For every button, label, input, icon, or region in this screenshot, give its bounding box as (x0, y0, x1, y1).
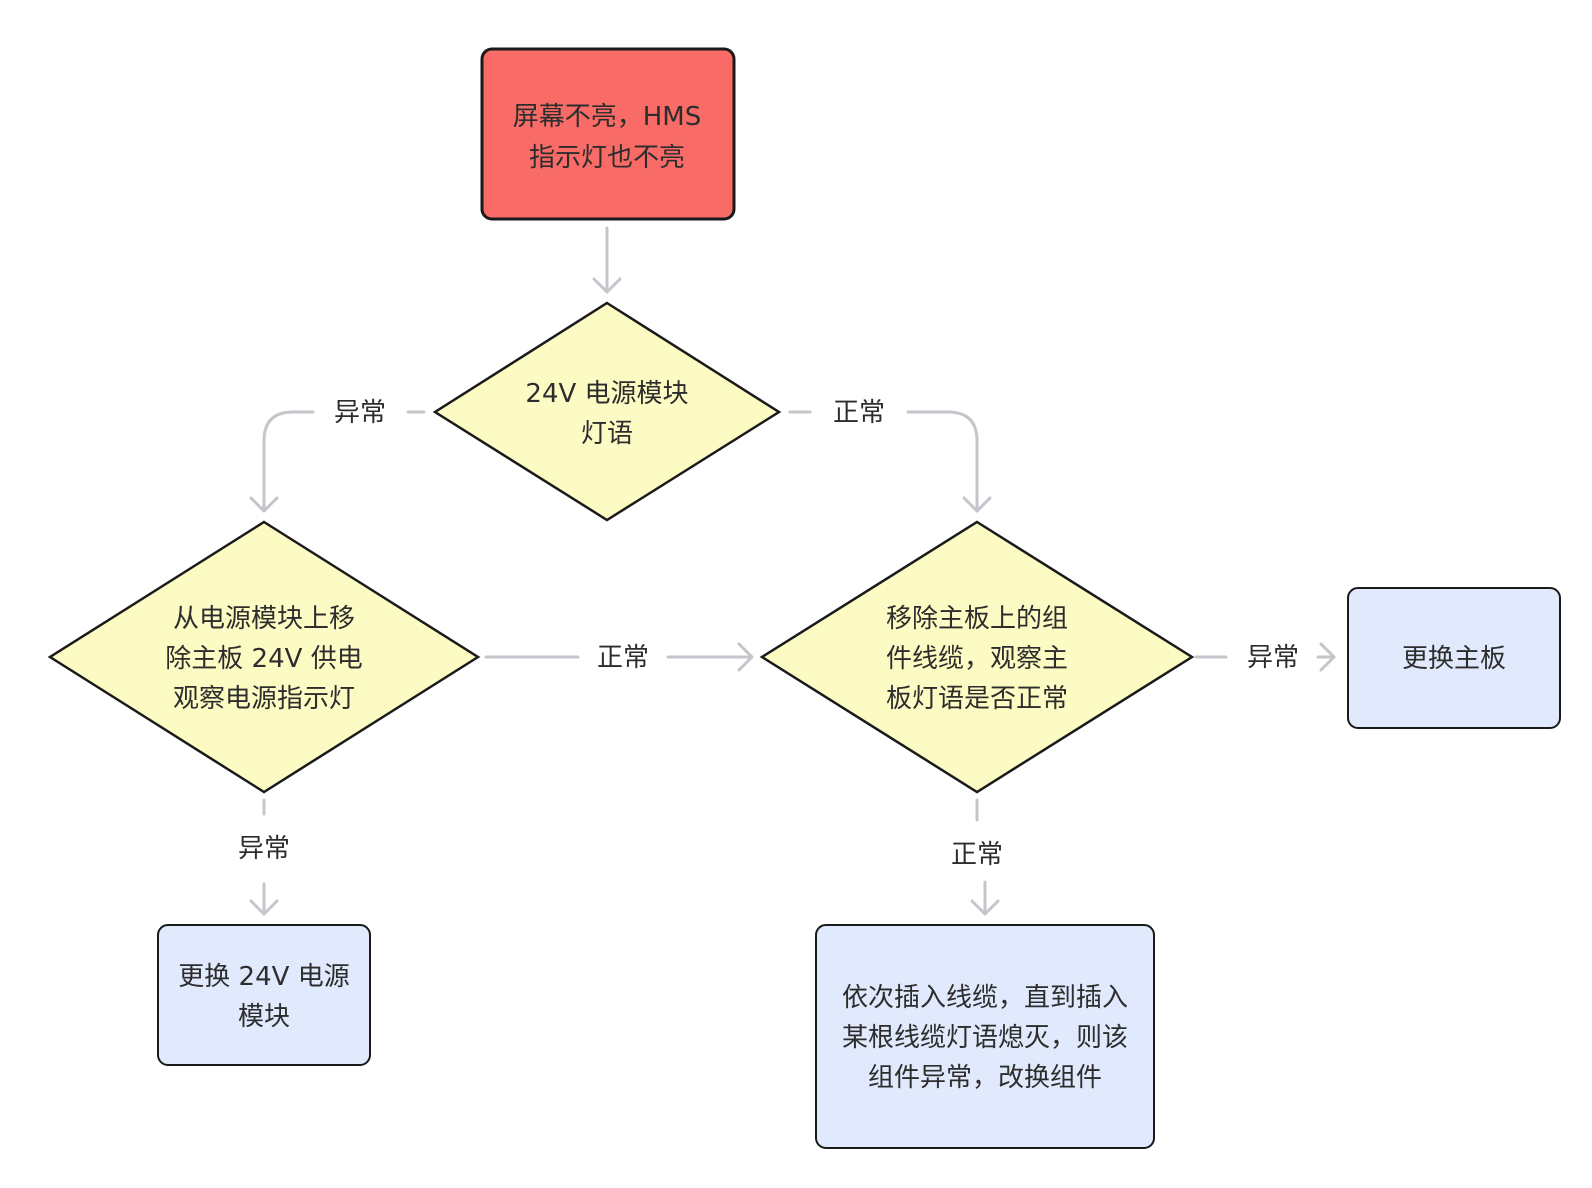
edge-label-cables-normal: 正常 (951, 840, 1003, 870)
action-reinsert-cables-line-1: 依次插入线缆，直到插入 (842, 983, 1128, 1013)
action-replace-psu-box (157, 924, 371, 1066)
decision-remove-mainboard-power-line-1: 从电源模块上移 (173, 604, 355, 634)
decision-remove-cables: 移除主板上的组 件线缆，观察主 板灯语是否正常 (759, 520, 1195, 794)
action-replace-psu-line-1: 更换 24V 电源 (178, 962, 349, 992)
node-start-line-1: 屏幕不亮，HMS (513, 102, 702, 132)
decision-remove-mainboard-power-line-3: 观察电源指示灯 (173, 684, 355, 714)
edge-remove-power-abnormal-arrowhead (249, 899, 279, 916)
decision-remove-mainboard-power-diamond (47, 520, 481, 794)
node-start-line-2: 指示灯也不亮 (529, 143, 685, 173)
edge-psu-abnormal-to-remove-power-b (262, 410, 315, 513)
edge-label-remove-power-normal: 正常 (597, 643, 649, 673)
decision-remove-cables-diamond (759, 520, 1195, 794)
decision-psu-led-diamond (432, 301, 782, 522)
edge-label-cables-abnormal: 异常 (1247, 643, 1299, 673)
action-replace-mainboard-line-1: 更换主板 (1402, 644, 1506, 674)
edge-psu-normal-to-remove-cables-b (906, 410, 979, 513)
edge-psu-normal-arrowhead (962, 496, 992, 513)
action-reinsert-cables: 依次插入线缆，直到插入 某根线缆灯语熄灭，则该 组件异常，改换组件 (815, 924, 1155, 1149)
edge-label-remove-power-abnormal: 异常 (238, 834, 290, 864)
node-start-box (480, 47, 736, 221)
node-start: 屏幕不亮，HMS 指示灯也不亮 (480, 47, 736, 221)
edge-cables-abnormal-arrowhead (1319, 642, 1336, 672)
decision-remove-mainboard-power-line-2: 除主板 24V 供电 (165, 644, 362, 674)
edge-label-psu-abnormal: 异常 (334, 398, 386, 428)
action-replace-mainboard: 更换主板 (1347, 587, 1561, 729)
edge-start-to-psu-check-arrowhead (592, 277, 622, 294)
action-replace-psu-line-2: 模块 (238, 1002, 290, 1032)
action-reinsert-cables-box (815, 924, 1155, 1149)
decision-psu-led: 24V 电源模块 灯语 (432, 301, 782, 522)
action-replace-psu: 更换 24V 电源 模块 (157, 924, 371, 1066)
decision-remove-cables-line-2: 件线缆，观察主 (886, 644, 1068, 674)
decision-psu-led-line-2: 灯语 (581, 419, 633, 449)
action-reinsert-cables-line-2: 某根线缆灯语熄灭，则该 (842, 1023, 1128, 1053)
decision-remove-mainboard-power: 从电源模块上移 除主板 24V 供电 观察电源指示灯 (47, 520, 481, 794)
action-reinsert-cables-line-3: 组件异常，改换组件 (868, 1063, 1102, 1093)
edge-cables-normal-arrowhead (970, 899, 1000, 916)
decision-remove-cables-line-1: 移除主板上的组 (886, 604, 1068, 634)
edge-psu-abnormal-arrowhead (249, 496, 279, 513)
decision-remove-cables-line-3: 板灯语是否正常 (886, 684, 1068, 714)
action-replace-mainboard-box (1347, 587, 1561, 729)
edge-label-psu-normal: 正常 (833, 398, 885, 428)
decision-psu-led-line-1: 24V 电源模块 (525, 379, 688, 409)
edge-remove-power-normal-arrowhead (737, 642, 754, 672)
